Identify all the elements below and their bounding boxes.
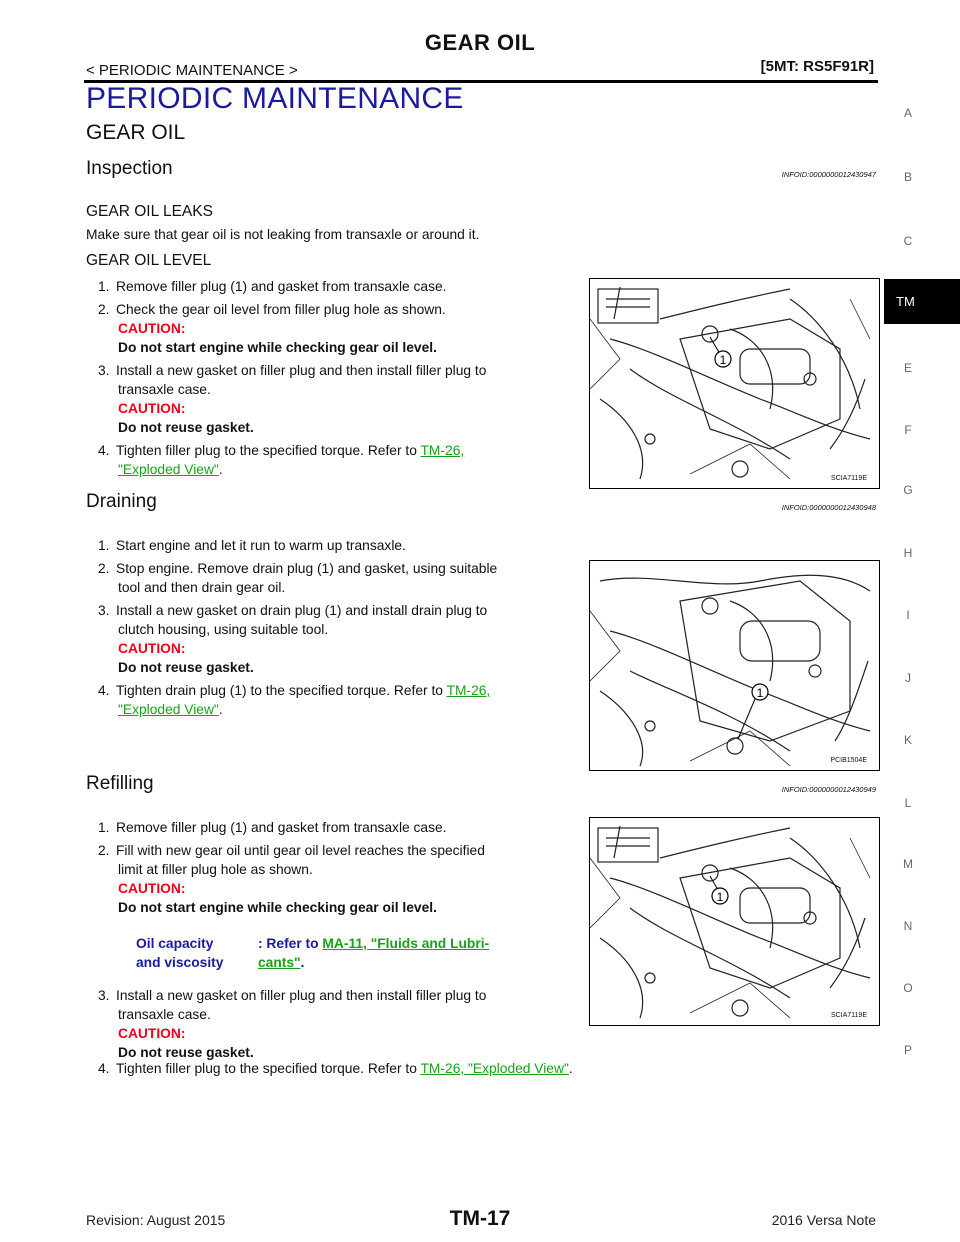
index-tab-j[interactable]: J: [905, 671, 911, 685]
transaxle-illustration: 1: [590, 825, 871, 1019]
caution-text: Do not start engine while checking gear …: [118, 340, 437, 355]
fluids-lubricants-link[interactable]: cants": [258, 955, 301, 970]
index-tab-m[interactable]: M: [903, 857, 913, 871]
callout-1: [711, 887, 729, 905]
ma11-link[interactable]: MA-11, "Fluids and Lubri-: [322, 936, 490, 951]
index-tab-tm-active[interactable]: TM: [884, 279, 960, 324]
refilling-step-1: 1.Remove filler plug (1) and gasket from…: [98, 820, 447, 835]
index-tab-o[interactable]: O: [903, 981, 913, 995]
refilling-step-3-cont: transaxle case.: [118, 1007, 211, 1022]
figure-filler-plug-refill: 1 SCIA7119E: [589, 817, 880, 1026]
caution-text: Do not start engine while checking gear …: [118, 900, 437, 915]
index-tab-p[interactable]: P: [903, 1043, 912, 1057]
index-tab-h[interactable]: H: [903, 546, 913, 560]
caution-label: CAUTION:: [118, 881, 186, 896]
gear-oil-level-heading: GEAR OIL LEVEL: [86, 252, 212, 269]
inspection-step-3: 3.Install a new gasket on filler plug an…: [98, 363, 487, 378]
inspection-heading: Inspection: [86, 158, 173, 179]
header-rule: [84, 80, 878, 83]
draining-step-4-cont: "Exploded View".: [118, 702, 223, 717]
tm26-exploded-view-link[interactable]: TM-26, "Exploded View": [420, 1061, 569, 1076]
oil-label-line-2: and viscosity: [136, 955, 224, 970]
page-number: TM-17: [449, 1207, 511, 1230]
refilling-steps-1-2: 1.Remove filler plug (1) and gasket from…: [98, 818, 578, 917]
oil-label-line-1: Oil capacity: [136, 936, 214, 951]
exploded-view-link[interactable]: "Exploded View": [118, 702, 219, 717]
oil-capacity-table: Oil capacity and viscosity : Refer to MA…: [136, 934, 489, 972]
caution-text: Do not reuse gasket.: [118, 420, 254, 435]
inspection-step-3-cont: transaxle case.: [118, 382, 211, 397]
callout-1-label: 1: [720, 353, 727, 367]
inspection-steps: 1.Remove filler plug (1) and gasket from…: [98, 277, 578, 479]
draining-step-2: 2.Stop engine. Remove drain plug (1) and…: [98, 561, 498, 576]
draining-step-1: 1.Start engine and let it run to warm up…: [98, 538, 406, 553]
draining-step-3: 3.Install a new gasket on drain plug (1)…: [98, 603, 488, 618]
refilling-step-3: 3.Install a new gasket on filler plug an…: [98, 988, 487, 1003]
oil-capacity-value: : Refer to MA-11, "Fluids and Lubri- can…: [258, 936, 490, 970]
refilling-step-2-cont: limit at filler plug hole as shown.: [118, 862, 313, 877]
draining-infoid: INFOID:0000000012430948: [781, 503, 876, 512]
figure-id: SCIA7119E: [830, 1012, 867, 1019]
refilling-step-2: 2.Fill with new gear oil until gear oil …: [98, 843, 485, 858]
revision-date: Revision: August 2015: [86, 1212, 226, 1228]
breadcrumb: < PERIODIC MAINTENANCE >: [86, 62, 298, 79]
figure-id: SCIA7119E: [830, 475, 867, 482]
refilling-heading: Refilling: [86, 773, 154, 794]
draining-step-4: 4.Tighten drain plug (1) to the specifie…: [98, 683, 491, 698]
inspection-step-4-cont: "Exploded View".: [118, 462, 223, 477]
callout-1-label: 1: [757, 686, 764, 700]
page-header-title: GEAR OIL: [424, 30, 536, 55]
inspection-step-4: 4.Tighten filler plug to the specified t…: [98, 443, 465, 458]
refilling-steps-3-4: 3.Install a new gasket on filler plug an…: [98, 986, 578, 1062]
figure-id: PCIB1504E: [830, 757, 867, 764]
index-tab-n[interactable]: N: [903, 919, 913, 933]
index-tab-b[interactable]: B: [903, 170, 912, 184]
exploded-view-link[interactable]: "Exploded View": [118, 462, 219, 477]
figure-filler-plug: 1 SCIA7119E: [589, 278, 880, 489]
draining-steps: 1.Start engine and let it run to warm up…: [98, 536, 578, 719]
refilling-infoid: INFOID:0000000012430949: [781, 785, 876, 794]
transaxle-illustration: 1: [590, 286, 871, 480]
caution-label: CAUTION:: [118, 641, 186, 656]
vehicle-model: 2016 Versa Note: [771, 1212, 876, 1228]
oil-refer-text: : Refer to: [258, 936, 319, 951]
caution-label: CAUTION:: [118, 321, 186, 336]
transaxle-illustration: 1: [590, 574, 871, 767]
index-tab-a[interactable]: A: [903, 106, 912, 120]
inspection-step-1: 1.Remove filler plug (1) and gasket from…: [98, 279, 447, 294]
refilling-step-4: 4.Tighten filler plug to the specified t…: [98, 1061, 573, 1076]
draining-step-2-cont: tool and then drain gear oil.: [118, 580, 286, 595]
caution-label: CAUTION:: [118, 1026, 186, 1041]
caution-text: Do not reuse gasket.: [118, 660, 254, 675]
oil-capacity-label: Oil capacity and viscosity: [136, 934, 258, 972]
index-tab-l[interactable]: L: [904, 796, 912, 810]
tm26-link[interactable]: TM-26,: [420, 443, 465, 458]
gear-oil-leaks-text: Make sure that gear oil is not leaking f…: [86, 227, 480, 242]
index-tab-c[interactable]: C: [903, 234, 913, 248]
caution-text: Do not reuse gasket.: [118, 1045, 254, 1060]
callout-1-label: 1: [717, 890, 724, 904]
index-tab-f[interactable]: F: [904, 423, 912, 437]
caution-label: CAUTION:: [118, 401, 186, 416]
callout-1: [751, 683, 769, 701]
draining-heading: Draining: [86, 491, 157, 512]
draining-step-3-cont: clutch housing, using suitable tool.: [118, 622, 329, 637]
index-tab-g[interactable]: G: [903, 483, 913, 497]
figure-drain-plug: 1 PCIB1504E: [589, 560, 880, 771]
callout-1: [714, 350, 732, 368]
subsection-title: GEAR OIL: [86, 121, 186, 144]
index-tab-i[interactable]: I: [906, 608, 910, 622]
index-tab-e[interactable]: E: [903, 361, 912, 375]
section-title: PERIODIC MAINTENANCE: [86, 82, 464, 115]
inspection-step-2: 2.Check the gear oil level from filler p…: [98, 302, 446, 317]
inspection-infoid: INFOID:0000000012430947: [781, 170, 876, 179]
index-tab-k[interactable]: K: [903, 733, 912, 747]
tm26-link[interactable]: TM-26,: [446, 683, 491, 698]
model-code: [5MT: RS5F91R]: [760, 58, 874, 75]
gear-oil-leaks-heading: GEAR OIL LEAKS: [86, 203, 213, 220]
